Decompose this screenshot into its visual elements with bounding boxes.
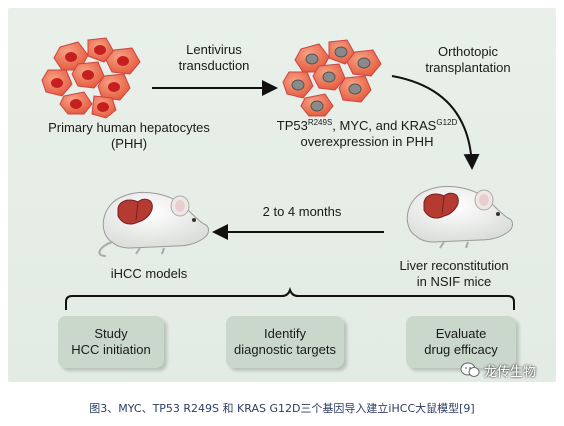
lentivirus-label: Lentivirus transduction: [178, 42, 250, 73]
overexpression-label: TP53R249S, MYC, and KRASG12D overexpress…: [276, 118, 458, 149]
orthotopic-arrow-icon: [391, 75, 480, 170]
watermark-text: 龙传生物: [484, 364, 537, 380]
watermark: 龙传生物: [460, 359, 536, 381]
figure-caption: 图3、MYC、TP53 R249S 和 KRAS G12D三个基因导入建立iHC…: [89, 402, 475, 415]
months-label: 2 to 4 months: [262, 204, 342, 219]
liver-reconstitution-label: Liver reconstitution in NSIF mice: [399, 258, 509, 289]
brace-connector: [65, 286, 515, 310]
orthotopic-label: Orthotopic transplantation: [425, 44, 511, 75]
watermark-logo-icon: [460, 362, 480, 377]
ihcc-models-label: iHCC models: [110, 266, 188, 281]
mouse-icon: [406, 185, 513, 249]
transduced-cell-cluster: [282, 39, 382, 117]
liver-icon: [423, 192, 459, 219]
phh-cell-cluster: [41, 37, 141, 119]
phh-label: Primary human hepatocytes (PHH): [48, 120, 210, 151]
liver-icon: [117, 198, 153, 225]
mouse-icon: [98, 191, 209, 257]
